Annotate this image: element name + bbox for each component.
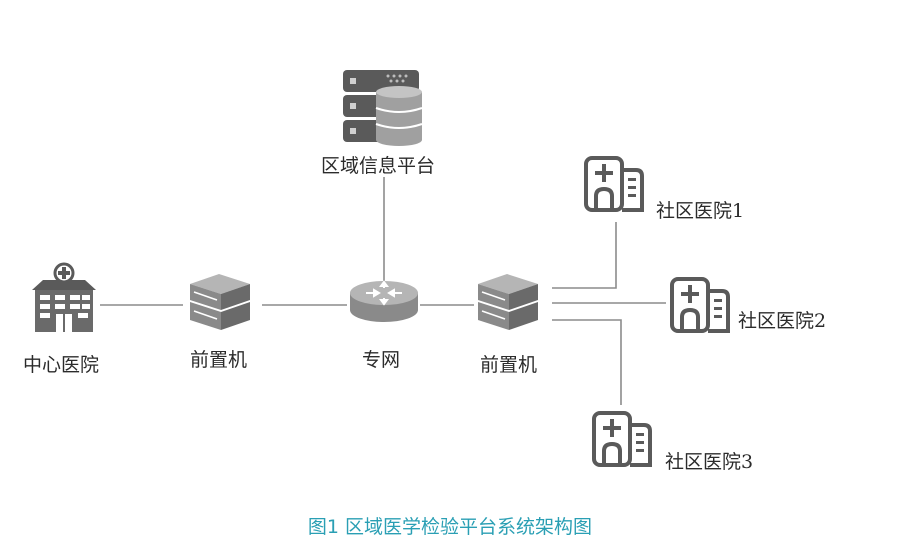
community-hospital-3-label: 社区医院3 <box>665 451 754 473</box>
database-server-icon <box>343 70 423 146</box>
community-hospital-2-label: 社区医院2 <box>738 310 827 332</box>
server-icon <box>190 274 250 330</box>
link-to-community-1 <box>552 222 617 289</box>
clinic-building-icon <box>670 277 730 333</box>
server-icon <box>478 274 538 330</box>
clinic-building-icon <box>584 156 644 212</box>
front-machine-left-label: 前置机 <box>190 349 248 371</box>
router-icon <box>350 280 418 322</box>
hospital-building-icon <box>32 262 96 332</box>
figure-caption: 图1 区域医学检验平台系统架构图 <box>307 516 593 538</box>
link-to-community-3 <box>552 319 622 405</box>
platform-label: 区域信息平台 <box>321 155 436 177</box>
community-hospital-1-label: 社区医院1 <box>656 200 745 222</box>
private-network-label: 专网 <box>362 349 401 371</box>
front-machine-right-label: 前置机 <box>480 354 538 376</box>
clinic-building-icon <box>592 411 652 467</box>
central-hospital-label: 中心医院 <box>23 354 100 376</box>
connectors <box>100 177 666 405</box>
